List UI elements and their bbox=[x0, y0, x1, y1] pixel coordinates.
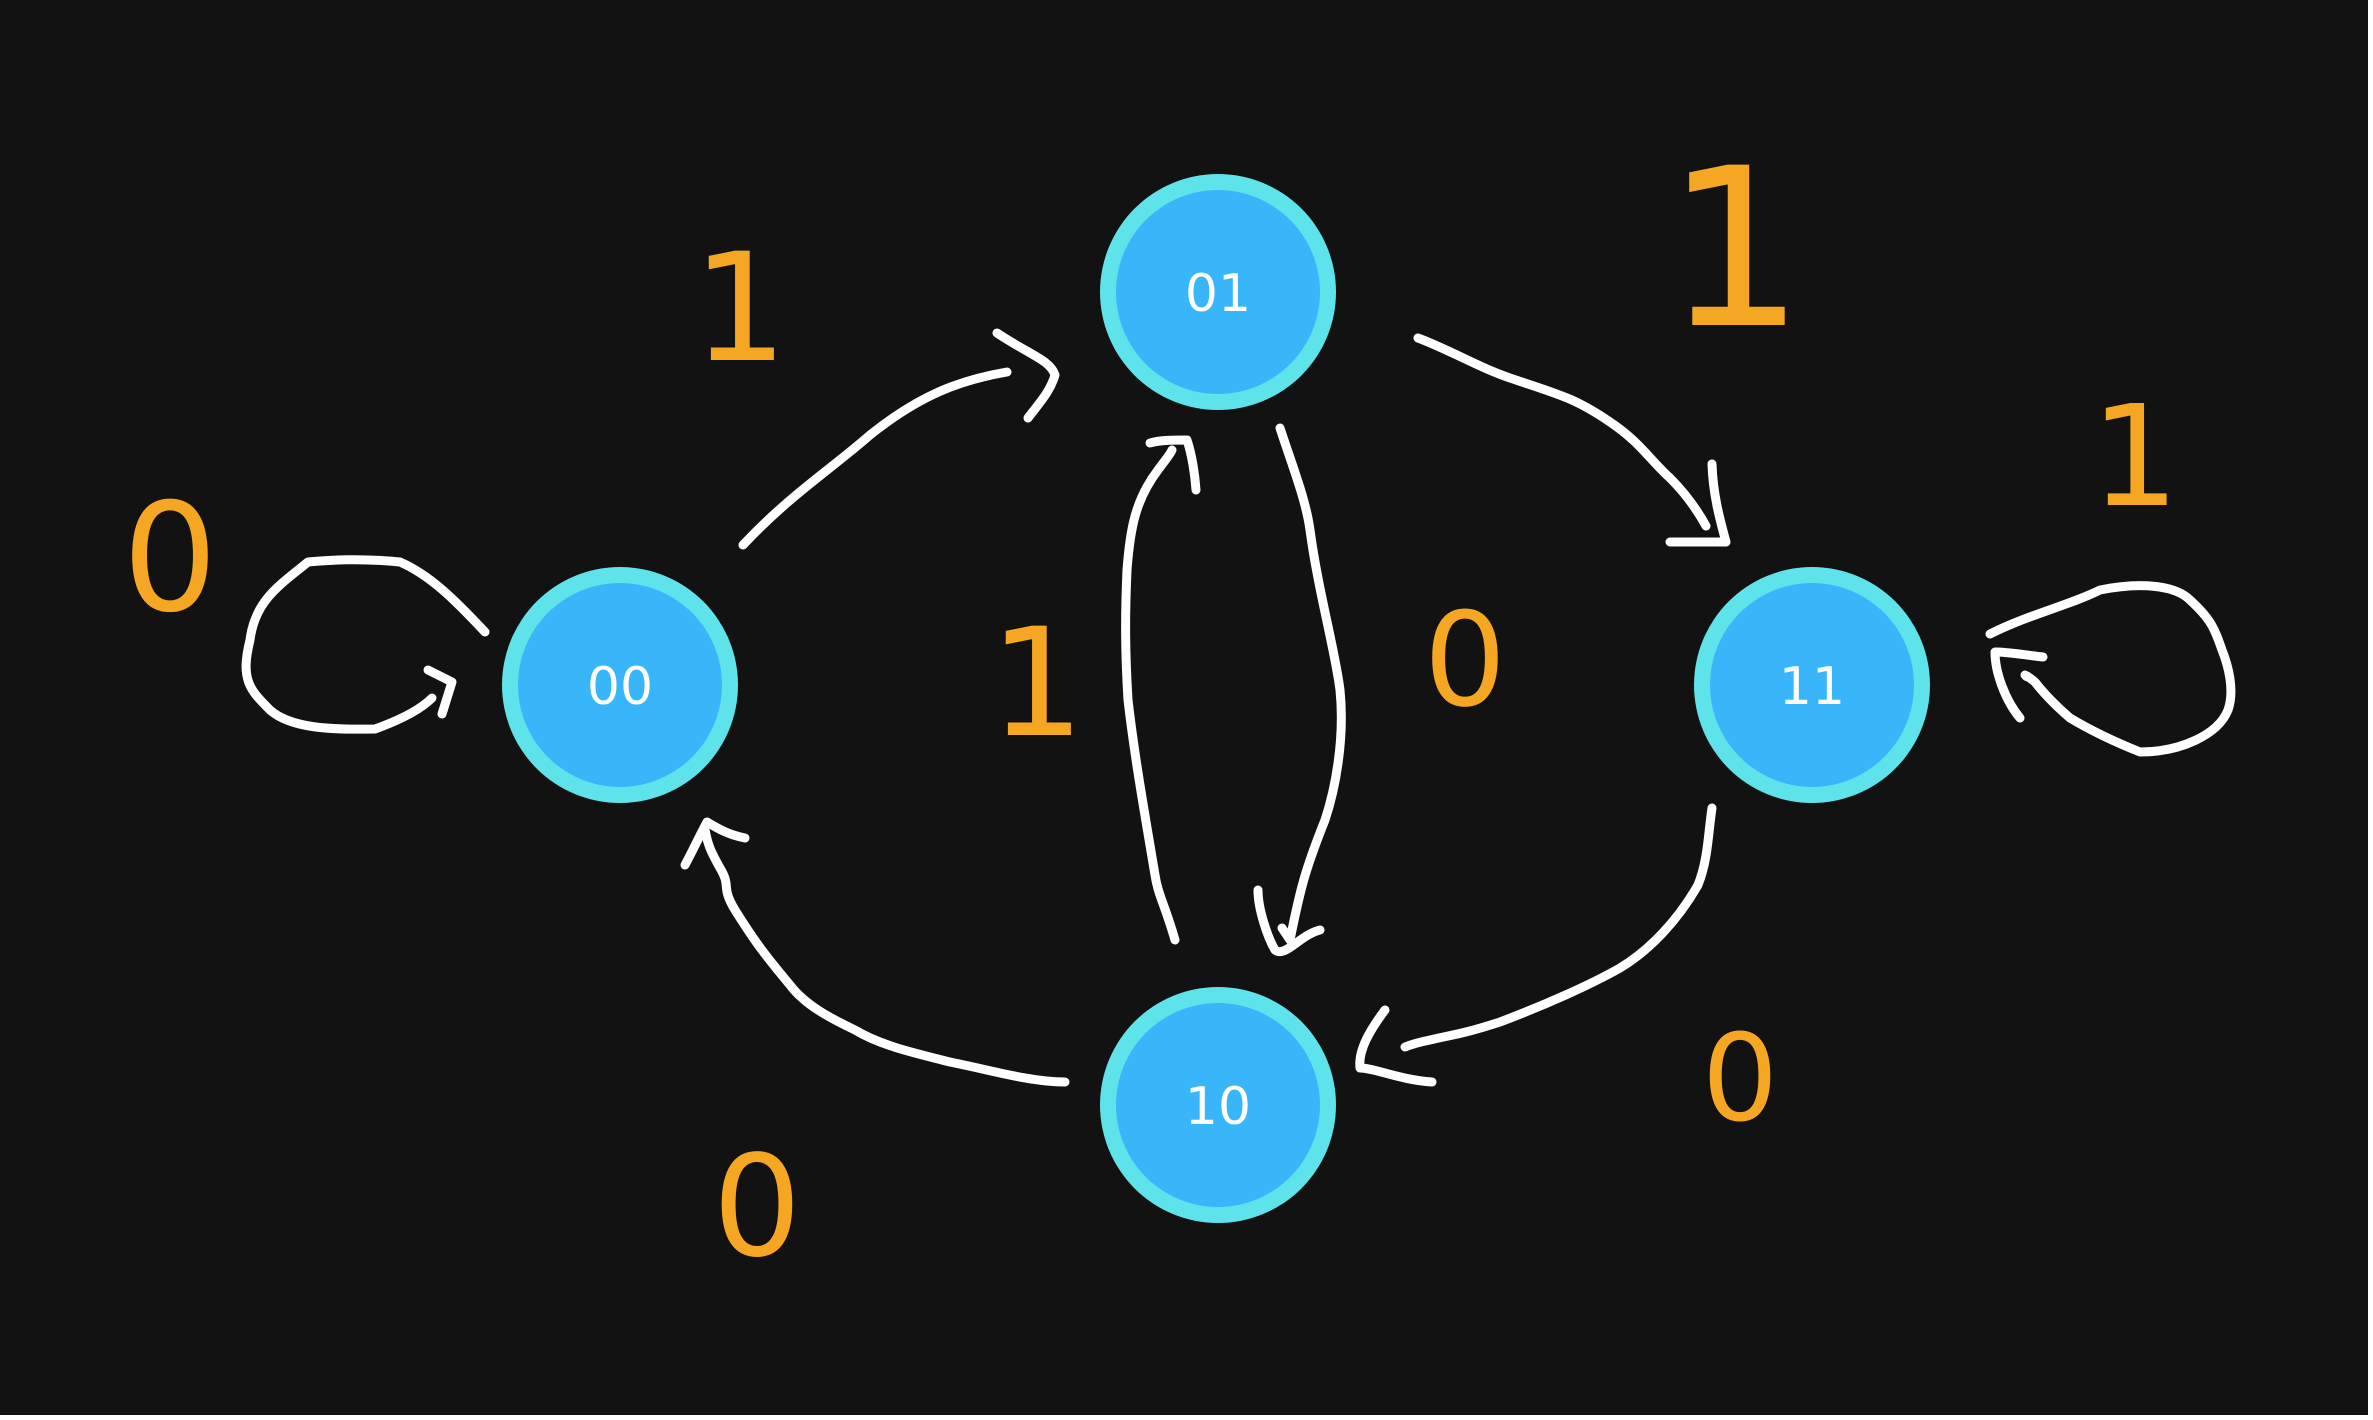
state-label-01: 01 bbox=[1185, 264, 1251, 324]
state-node-fill bbox=[1116, 1003, 1320, 1207]
transition-label-11-11: 1 bbox=[2090, 376, 2179, 539]
state-node-10: 10 bbox=[1100, 987, 1336, 1223]
edge-00-01 bbox=[738, 328, 1060, 550]
transition-label-00-00: 0 bbox=[122, 472, 217, 646]
state-label-00: 00 bbox=[587, 657, 653, 717]
state-node-fill bbox=[1116, 190, 1320, 394]
transition-label-01-10: 0 bbox=[1424, 584, 1507, 736]
state-label-10: 10 bbox=[1185, 1077, 1251, 1137]
state-node-01: 01 bbox=[1100, 174, 1336, 410]
transition-label-11-10: 0 bbox=[1702, 1010, 1778, 1149]
transition-label-10-00: 0 bbox=[712, 1126, 801, 1289]
state-label-11: 11 bbox=[1779, 657, 1845, 717]
transition-label-01-11: 1 bbox=[1665, 121, 1805, 377]
state-node-00: 00 bbox=[502, 567, 738, 803]
edge-00-00 bbox=[241, 555, 490, 734]
edge-01-10 bbox=[1253, 423, 1346, 957]
state-node-fill bbox=[1710, 583, 1914, 787]
state-node-fill bbox=[518, 583, 722, 787]
edge-01-11 bbox=[1413, 333, 1731, 547]
edge-10-00 bbox=[680, 817, 1070, 1087]
transition-label-00-01: 1 bbox=[692, 222, 787, 396]
edge-10-01 bbox=[1121, 435, 1201, 945]
transition-label-10-01: 1 bbox=[989, 597, 1084, 771]
state-node-11: 11 bbox=[1694, 567, 1930, 803]
edge-11-11 bbox=[1985, 581, 2236, 757]
edge-11-10 bbox=[1355, 803, 1717, 1087]
